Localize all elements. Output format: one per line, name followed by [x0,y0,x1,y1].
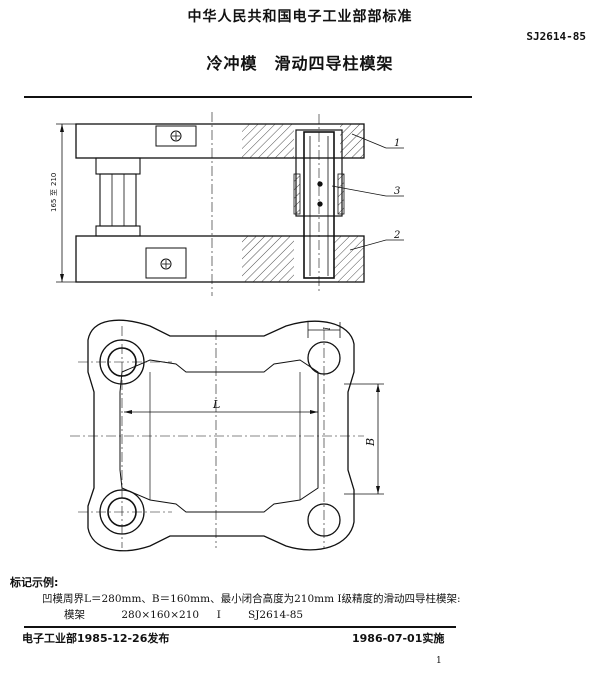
height-label-min: 165 [50,199,58,212]
upper-die-seat [75,123,365,159]
height-label-to: 至 [50,189,58,196]
document-title: 冷冲模 滑动四导柱模架 [206,54,394,73]
dimension-L: L [212,398,220,411]
example-label: 标记示例: [10,576,59,589]
example-marking: 模架 280×160×210 Ⅰ SJ2614-85 [64,607,303,622]
dimension-B: B [364,438,377,447]
issuing-authority-title: 中华人民共和国电子工业部部标准 [187,9,413,25]
example-marking-spec: 280×160×210 [121,609,200,621]
example-description: 凹模周界L＝280mm、B＝160mm、最小闭合高度为210mm Ⅰ级精度的滑动… [42,593,461,605]
standard-code: SJ2614-85 [526,30,586,43]
example-marking-code: SJ2614-85 [248,609,304,621]
issue-date: 电子工业部1985-12-26发布 [22,632,170,645]
lower-die-seat [75,235,365,283]
dimension-small-l: l [323,327,333,330]
height-label-max: 210 [50,173,58,186]
callout-3: 3 [394,186,400,197]
example-marking-grade: Ⅰ [216,609,221,621]
footer-rule [24,626,456,628]
front-view [56,112,404,296]
technical-drawing: 165 至 210 1 3 2 [50,112,404,552]
effective-date: 1986-07-01实施 [352,632,445,645]
callout-2: 2 [393,230,400,241]
page-number: 1 [436,656,442,666]
example-marking-name: 模架 [64,609,85,621]
plan-view [70,319,384,552]
callout-1: 1 [394,138,400,149]
header-rule [24,96,472,98]
